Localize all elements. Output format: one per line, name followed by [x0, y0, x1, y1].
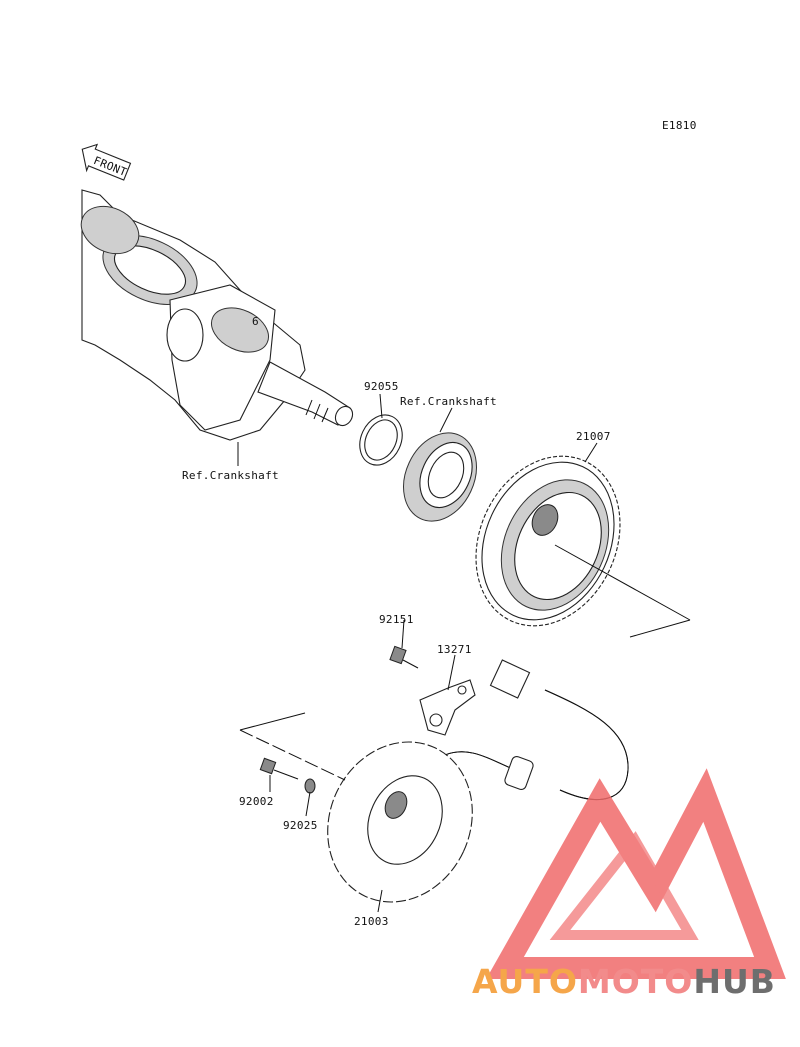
diagram-code: E1810: [662, 119, 697, 132]
oil-seal: [403, 432, 477, 522]
front-arrow-icon: FRONT: [81, 143, 132, 181]
leader-lines: [237, 393, 691, 913]
logo-text: AUTOMOTOHUB: [472, 962, 776, 1001]
callout-13271: 13271: [437, 643, 472, 656]
callout-21007: 21007: [576, 430, 611, 443]
callout-92002: 92002: [239, 795, 274, 808]
callout-92151: 92151: [379, 613, 414, 626]
logo-text-auto: AUTO: [472, 962, 578, 1001]
logo-triangle-icon: [486, 768, 786, 979]
automotohub-logo: [486, 768, 786, 979]
logo-text-moto: MOTO: [578, 962, 693, 1001]
callout-ref-crankshaft-left: Ref.Crankshaft: [182, 469, 279, 482]
svg-text:6: 6: [252, 315, 259, 328]
callout-ref-crankshaft-top: Ref.Crankshaft: [400, 395, 497, 408]
callout-92055: 92055: [364, 380, 399, 393]
callout-92025: 92025: [283, 819, 318, 832]
bolt-92002: [259, 757, 299, 780]
plate-13271: [419, 679, 476, 736]
crankshaft-illustration: 6: [80, 189, 354, 441]
stator-21003: [327, 741, 473, 903]
flywheel-21007: [475, 455, 621, 627]
ring-92055: [359, 414, 403, 466]
bolt-92151: [389, 645, 419, 669]
callout-21003: 21003: [354, 915, 389, 928]
logo-text-hub: HUB: [693, 962, 776, 1001]
washer-92025: [304, 778, 316, 794]
